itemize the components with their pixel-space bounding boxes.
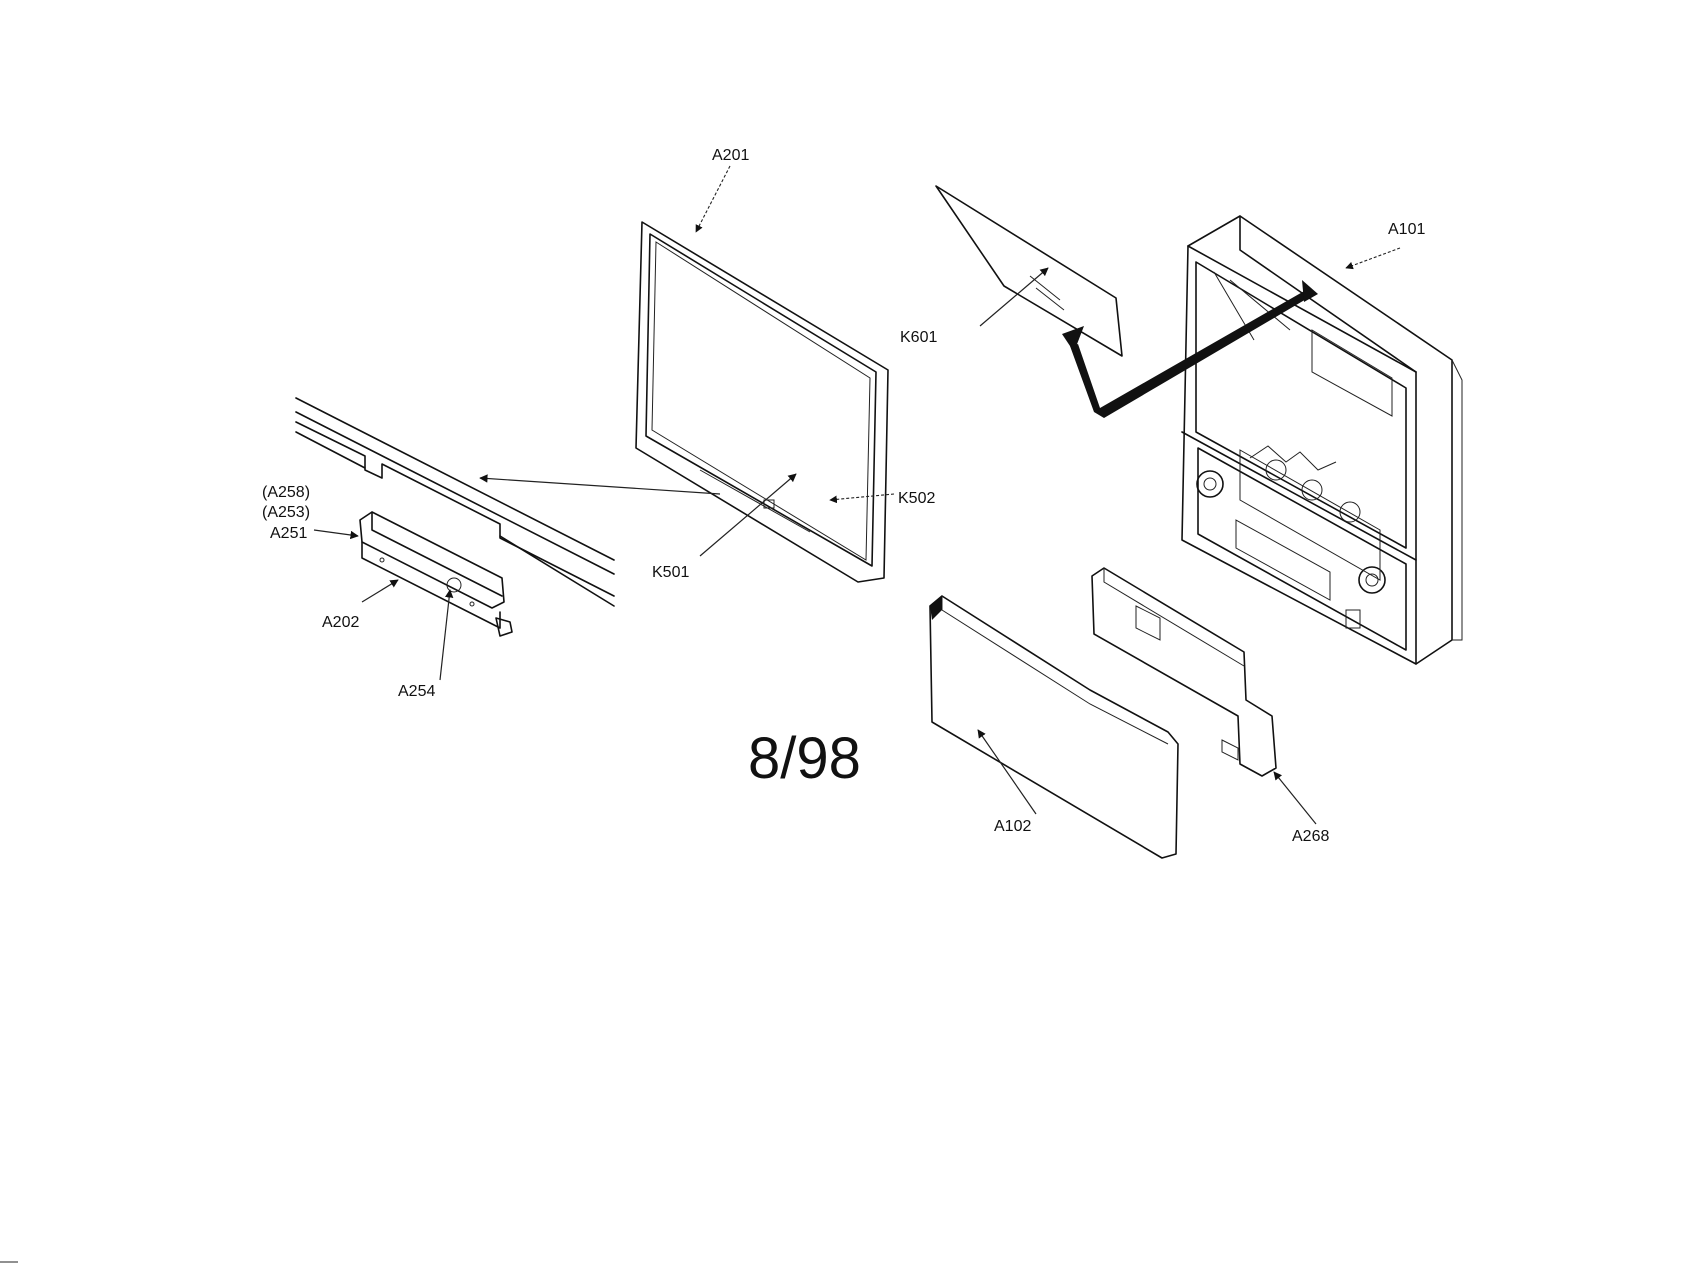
control-panel-assembly bbox=[359, 511, 513, 637]
tv-cabinet bbox=[1181, 215, 1463, 665]
label-k601: K601 bbox=[900, 329, 937, 346]
label-k502: K502 bbox=[898, 490, 935, 507]
insertion-arrow bbox=[1062, 280, 1318, 418]
leader-lines bbox=[313, 165, 1401, 825]
label-a254: A254 bbox=[398, 683, 435, 700]
label-a258: (A258) bbox=[262, 484, 310, 501]
rear-panel-board bbox=[1091, 567, 1277, 777]
label-a101: A101 bbox=[1388, 221, 1425, 238]
part-labels: A201 A101 K601 (A258) (A253) A251 A202 A… bbox=[262, 147, 1425, 845]
label-a253: (A253) bbox=[262, 504, 310, 521]
mirror-panel bbox=[935, 185, 1123, 357]
label-a202: A202 bbox=[322, 614, 359, 631]
label-k501: K501 bbox=[652, 564, 689, 581]
label-a102: A102 bbox=[994, 818, 1031, 835]
bezel-strip bbox=[295, 397, 615, 607]
label-a251: A251 bbox=[270, 525, 307, 542]
rear-cover bbox=[929, 595, 1179, 859]
date-code: 8/98 bbox=[748, 726, 861, 791]
label-a201: A201 bbox=[712, 147, 749, 164]
front-screen-frame bbox=[635, 221, 889, 583]
label-a268: A268 bbox=[1292, 828, 1329, 845]
